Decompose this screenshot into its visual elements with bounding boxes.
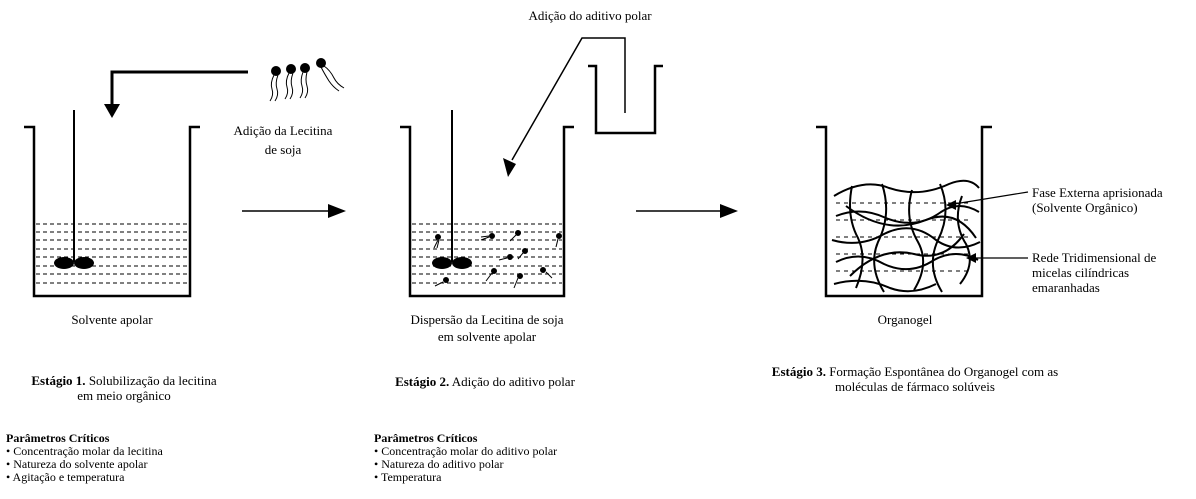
stirrer-2 (432, 110, 472, 269)
lecithin-label-line-2: de soja (264, 142, 302, 157)
beaker-2-caption: Dispersão da Lecitina de soja em solvent… (372, 312, 602, 344)
phase-annotation-line-2: (Solvente Orgânico) (1032, 200, 1138, 215)
polar-additive-container (588, 64, 663, 135)
stirrer-1 (54, 110, 94, 269)
stage-2-text: Adição do aditivo polar (451, 374, 575, 389)
network-annotation: Rede Tridimensional de micelas cilíndric… (1032, 250, 1156, 295)
params-2-item-3: • Temperatura (374, 470, 442, 484)
beaker-2 (400, 125, 574, 298)
network-annotation-line-3: emaranhadas (1032, 280, 1100, 295)
params-2-item-2: • Natureza do aditivo polar (374, 457, 504, 471)
phase-annotation-line-1: Fase Externa aprisionada (1032, 185, 1163, 200)
lecithin-label-line-1: Adição da Lecitina (233, 123, 333, 138)
params-1-item-1: • Concentração molar da lecitina (6, 444, 163, 458)
stage-2-bold: Estágio 2. (395, 374, 450, 389)
network-annotation-line-1: Rede Tridimensional de (1032, 250, 1157, 265)
annotation-pointers (946, 191, 1029, 263)
stage-3-caption: Estágio 3. Formação Espontânea do Organo… (730, 364, 1100, 394)
stage-3-bold: Estágio 3. (771, 364, 826, 379)
solvent-dashes-1 (36, 223, 188, 284)
beaker-2-caption-line-1: Dispersão da Lecitina de soja (410, 312, 564, 327)
beaker-3 (816, 125, 992, 298)
params-1-item-3: • Agitação e temperatura (6, 470, 125, 484)
arrow-stage-2-to-3 (636, 204, 738, 218)
stage-3-text-2: moléculas de fármaco solúveis (835, 379, 995, 394)
params-2-item-1: • Concentração molar do aditivo polar (374, 444, 558, 458)
lecithin-arrow (104, 70, 248, 118)
phase-annotation: Fase Externa aprisionada (Solvente Orgân… (1032, 185, 1163, 215)
organogel-dashes (836, 202, 970, 272)
arrow-stage-1-to-2 (242, 204, 346, 218)
beaker-2-caption-line-2: em solvente apolar (437, 329, 537, 344)
stage-1-caption: Estágio 1. Solubilização da lecitina em … (4, 373, 244, 403)
stage-1-text-2: em meio orgânico (77, 388, 171, 403)
beaker-3-caption: Organogel (877, 312, 933, 327)
network-annotation-line-2: micelas cilíndricas (1032, 265, 1130, 280)
lecithin-label: Adição da Lecitina de soja (218, 123, 348, 157)
stage-1-text: Solubilização da lecitina (88, 373, 217, 388)
micelle-network-icon (831, 179, 981, 293)
beaker-1-caption: Solvente apolar (71, 312, 153, 327)
solvent-dashes-2 (412, 223, 562, 284)
polar-additive-arrow (503, 37, 626, 177)
params-block-1: Parâmetros Críticos • Concentração molar… (6, 432, 163, 484)
lecithin-molecules-icon (269, 58, 345, 102)
stage-3-text: Formação Espontânea do Organogel com as (829, 364, 1059, 379)
params-1-item-2: • Natureza do solvente apolar (6, 457, 148, 471)
params-1-title: Parâmetros Críticos (6, 431, 110, 445)
stage-2-caption: Estágio 2. Adição do aditivo polar (370, 374, 600, 389)
beaker-1 (24, 125, 200, 298)
params-block-2: Parâmetros Críticos • Concentração molar… (374, 432, 557, 484)
polar-additive-label: Adição do aditivo polar (528, 8, 652, 23)
params-2-title: Parâmetros Críticos (374, 431, 478, 445)
stage-1-bold: Estágio 1. (31, 373, 86, 388)
dispersed-lecithin-icon (433, 230, 562, 289)
